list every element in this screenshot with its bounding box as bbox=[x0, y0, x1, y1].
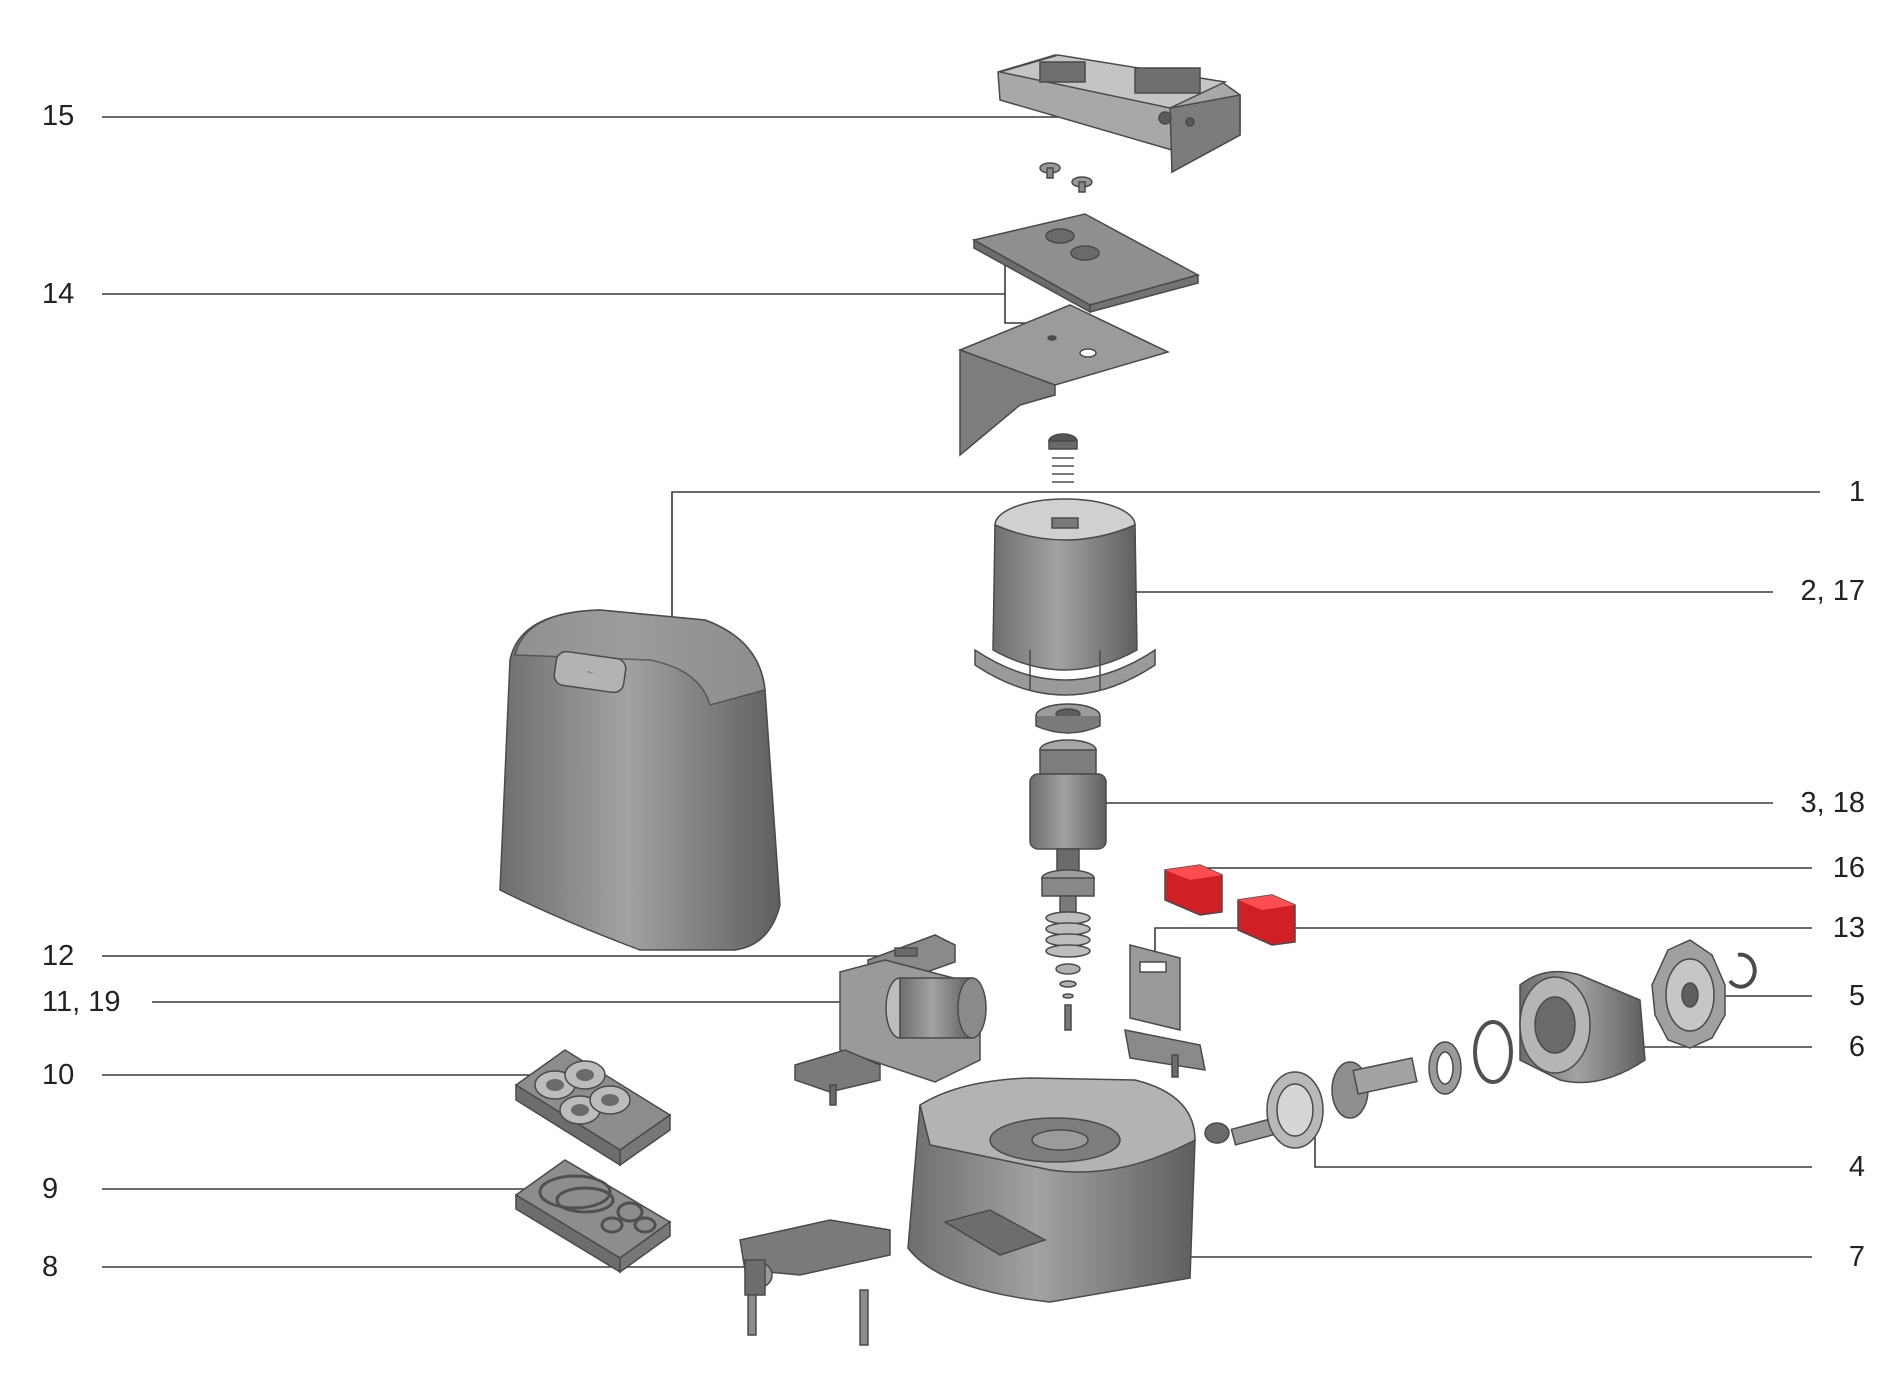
part-15-control-board bbox=[997, 54, 1241, 174]
callout-16: 16 bbox=[1832, 852, 1865, 884]
mounting-screws bbox=[1039, 162, 1093, 193]
part-6-gear-flange bbox=[1519, 970, 1646, 1084]
callout-4: 4 bbox=[1848, 1151, 1865, 1183]
callout-12: 12 bbox=[42, 940, 75, 972]
leader-4 bbox=[1314, 1110, 1812, 1168]
part-5-pinion-gear bbox=[1651, 939, 1757, 1049]
callout-13: 13 bbox=[1832, 912, 1865, 944]
part-1-cover: ~ bbox=[499, 609, 781, 951]
part-4-drive-shaft bbox=[1204, 1057, 1418, 1149]
callout-6: 6 bbox=[1848, 1031, 1865, 1063]
part-16-magnets bbox=[1164, 864, 1296, 946]
callout-5: 5 bbox=[1848, 980, 1865, 1012]
callout-1: 1 bbox=[1848, 476, 1865, 508]
part-13-sensor-bracket bbox=[1124, 944, 1206, 1078]
part-8-lock-release bbox=[739, 1219, 891, 1346]
spring-bushing bbox=[1048, 433, 1078, 483]
part-7-base-housing bbox=[907, 1077, 1196, 1303]
part-3-18-rotor bbox=[1029, 739, 1107, 1031]
callout-7: 7 bbox=[1848, 1241, 1865, 1273]
callout-10: 10 bbox=[42, 1059, 75, 1091]
callout-14: 14 bbox=[42, 278, 75, 310]
leader-1 bbox=[671, 491, 1820, 672]
callout-11-19: 11, 19 bbox=[42, 986, 121, 1018]
callout-3-18: 3, 18 bbox=[1800, 787, 1866, 819]
part-11-19-solenoid bbox=[794, 959, 987, 1106]
part-10-tray-rings bbox=[514, 1049, 672, 1167]
part-14-mounting-plate bbox=[957, 213, 1200, 457]
callout-15: 15 bbox=[42, 100, 75, 132]
leader-lines bbox=[102, 116, 1820, 1268]
bearing-upper bbox=[1035, 703, 1101, 734]
part-9-tray-orings bbox=[514, 1159, 672, 1274]
callout-8: 8 bbox=[42, 1251, 59, 1283]
part-2-17-motor-housing bbox=[974, 498, 1156, 696]
callout-2-17: 2, 17 bbox=[1800, 575, 1866, 607]
shaft-seals bbox=[1428, 1020, 1513, 1095]
callout-9: 9 bbox=[42, 1173, 59, 1205]
svg-text:~: ~ bbox=[586, 667, 594, 680]
